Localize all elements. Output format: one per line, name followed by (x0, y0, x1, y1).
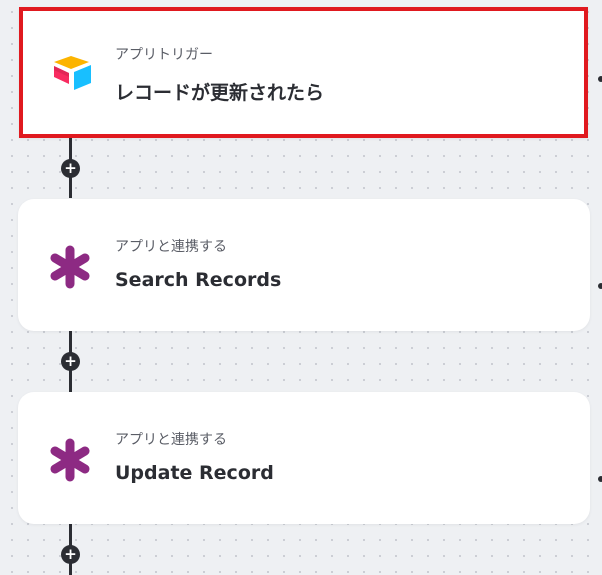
step-type-label: アプリトリガー (115, 47, 213, 63)
flow-step-action-card[interactable]: アプリと連携する Search Records (18, 199, 590, 331)
flow-step-action-card[interactable]: アプリと連携する Update Record (18, 392, 590, 524)
step-type-label: アプリと連携する (115, 239, 227, 255)
step-title: レコードが更新されたら (115, 82, 325, 104)
step-type-label: アプリと連携する (115, 432, 227, 448)
zapier-asterisk-icon (48, 245, 92, 289)
step-title: Update Record (115, 462, 274, 484)
add-step-button[interactable]: + (61, 545, 80, 564)
zapier-asterisk-icon (48, 438, 92, 482)
add-step-button[interactable]: + (61, 352, 80, 371)
card-output-dot (598, 476, 602, 482)
card-output-dot (598, 283, 602, 289)
add-step-button[interactable]: + (61, 159, 80, 178)
step-title: Search Records (115, 269, 282, 291)
flow-step-trigger-card[interactable]: アプリトリガー レコードが更新されたら (19, 7, 588, 138)
card-output-dot (598, 76, 602, 82)
airtable-icon (51, 53, 95, 97)
